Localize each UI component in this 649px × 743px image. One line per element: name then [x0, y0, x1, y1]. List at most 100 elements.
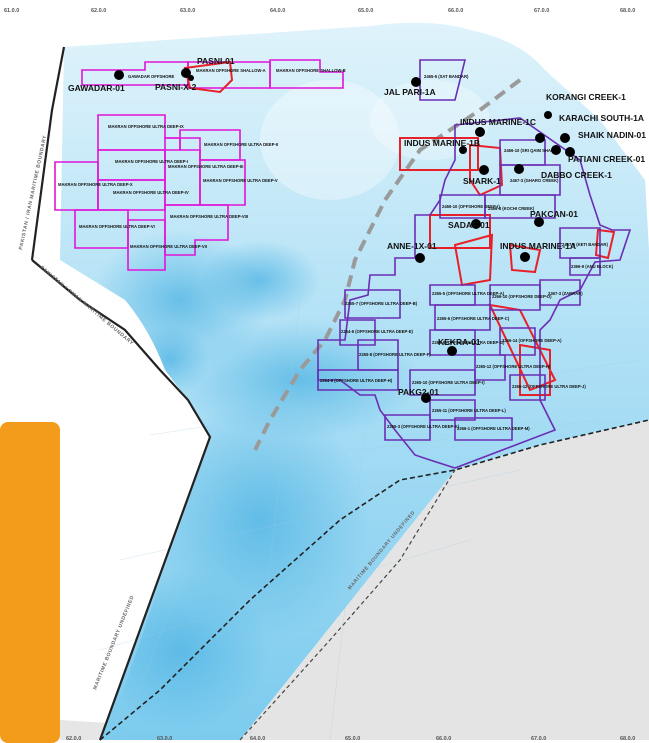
well-label: INDUS MARINE-1A [500, 241, 576, 251]
well-marker-patiani-creek[interactable] [551, 145, 561, 155]
tick-label: 64.0.0 [250, 736, 265, 742]
well-markers [114, 68, 575, 403]
well-label: KEKRA-01 [438, 337, 481, 347]
well-marker-korangi-creek[interactable] [544, 111, 552, 119]
block-label: MAKRAN OFFSHORE ULTRA DEEP-X [58, 182, 133, 187]
block-2265-10[interactable] [409, 369, 476, 396]
block-label: MAKRAN OFFSHORE ULTRA DEEP-II [204, 142, 278, 147]
well-marker-gawadar-01[interactable] [114, 70, 124, 80]
block-label: MAKRAN OFFSHORE ULTRA DEEP-VI [79, 224, 155, 229]
bottom-coordinate-ticks: 62.0.0 63.0.0 64.0.0 65.0.0 66.0.0 67.0.… [66, 736, 635, 742]
oman-boundary-line [31, 259, 212, 741]
block-2264-8[interactable] [317, 369, 399, 391]
block-label: MAKRAN OFFSHORE ULTRA DEEP-I [115, 159, 188, 164]
block-indus-main[interactable] [317, 117, 632, 469]
block-label: 2465-5 (SAT BANDAR) [424, 74, 469, 79]
block-2264-6[interactable] [339, 319, 376, 346]
iran-boundary-line [30, 46, 66, 261]
tick-label: 61.0.0 [4, 8, 19, 14]
well-marker-shark[interactable] [479, 165, 489, 175]
well-label: PASNI-01 [197, 56, 235, 66]
block-2465-5[interactable] [419, 59, 467, 101]
block-2265-7[interactable] [344, 289, 401, 319]
tick-label: 66.0.0 [448, 8, 463, 14]
red-block-anne[interactable] [453, 233, 494, 287]
tick-label: 63.0.0 [180, 8, 195, 14]
top-coordinate-ticks: 61.0.0 62.0.0 63.0.0 64.0.0 65.0.0 66.0.… [4, 8, 635, 14]
block-label: 2265-10 (OFFSHORE ULTRA DEEP-I) [412, 380, 485, 385]
tick-label: 68.0.0 [620, 736, 635, 742]
well-marker-patiani-creek-2[interactable] [565, 147, 575, 157]
block-ultra-deep-v[interactable] [199, 159, 246, 206]
block-2467-3[interactable] [499, 164, 561, 196]
well-label: INDUS MARINE-1C [460, 117, 536, 127]
block-ultra-deep-vii[interactable] [127, 219, 166, 271]
block-label: 2466-8 (KOCHI CREEK) [488, 206, 535, 211]
well-label: SADAF-01 [448, 220, 490, 230]
block-2266-10[interactable] [489, 284, 541, 311]
indus-blocks [317, 59, 632, 469]
well-label: PAKCAN-01 [530, 209, 578, 219]
block-label: GAWADAR OFFSHORE [128, 74, 175, 79]
red-block-indus-1b[interactable] [399, 137, 479, 171]
block-2265-11[interactable] [429, 399, 476, 421]
block-label: MAKRAN OFFSHORE ULTRA DEEP-V [203, 178, 278, 183]
block-label: 2466-10 (OFFSHORE DEEP-I) [442, 204, 500, 209]
tick-label: 67.0.0 [534, 8, 549, 14]
red-block-sadaf[interactable] [429, 214, 491, 249]
block-label: MAKRAN OFFSHORE ULTRA DEEP-VIII [170, 214, 248, 219]
map-gridlines [99, 299, 641, 741]
well-label: KARACHI SOUTH-1A [559, 113, 644, 123]
block-label: 2265-3 (OFFSHORE ULTRA DEEP-K) [387, 424, 460, 429]
block-2366-9[interactable] [569, 257, 601, 276]
well-label: PASNI-X-2 [155, 82, 197, 92]
well-marker-indus-1b[interactable] [459, 146, 467, 154]
block-2265-3[interactable] [384, 414, 431, 441]
block-label: 2266-14 (OFFSHORE DEEP-A) [502, 338, 562, 343]
block-label: 2467-6 (KETI BANDAR) [562, 242, 608, 247]
well-marker-pakg2[interactable] [421, 393, 431, 403]
block-2266-12[interactable] [509, 374, 546, 401]
red-block-shark[interactable] [469, 143, 504, 197]
land-area-southeast [240, 420, 649, 740]
red-block-ketibandar[interactable] [594, 228, 616, 260]
well-marker-shaik-nadin[interactable] [560, 133, 570, 143]
well-marker-karachi-south[interactable] [535, 133, 545, 143]
tick-label: 64.0.0 [270, 8, 285, 14]
well-label: DABBO CREEK-1 [541, 170, 612, 180]
well-marker-sadaf[interactable] [471, 219, 481, 229]
well-marker-pakcan[interactable] [534, 217, 544, 227]
well-marker-indus-1c[interactable] [475, 127, 485, 137]
block-2265-6[interactable] [434, 304, 491, 331]
block-ultra-deep-viii[interactable] [164, 204, 229, 256]
block-label: 2265-8 (OFFSHORE ULTRA DEEP-F) [359, 352, 431, 357]
well-marker-pasni-01[interactable] [181, 68, 191, 78]
well-marker-anne[interactable] [415, 253, 425, 263]
block-makran-shallow-b[interactable] [269, 59, 344, 89]
block-2266-1[interactable] [454, 417, 513, 441]
red-block-pasni[interactable] [183, 60, 234, 94]
well-marker-dabbo-creek[interactable] [514, 164, 524, 174]
well-marker-kekra[interactable] [447, 346, 457, 356]
well-label: SHARK-1 [463, 176, 501, 186]
block-label: MAKRAN OFFSHORE ULTRA DEEP-VII [130, 244, 207, 249]
block-2266-14[interactable] [499, 327, 536, 356]
block-label: 2264-6 (OFFSHORE ULTRA DEEP-E) [341, 329, 414, 334]
block-label: 2266-1 (OFFSHORE ULTRA DEEP-M) [457, 426, 530, 431]
red-block-deep-a[interactable] [488, 303, 557, 392]
well-marker-pasni-x-2[interactable] [188, 75, 194, 81]
red-block-indus-1a[interactable] [508, 243, 542, 274]
block-label: MAKRAN OFFSHORE ULTRA DEEP-IX [108, 124, 184, 129]
block-label: 2264-8 (OFFSHORE ULTRA DEEP-H) [320, 378, 393, 383]
maritime-boundaries [30, 46, 649, 741]
tick-label: 67.0.0 [531, 736, 546, 742]
well-marker-jal-pari[interactable] [411, 77, 421, 87]
block-2466-10-deep[interactable] [439, 194, 486, 219]
block-label: 2466-10 (SRI QAIM SHAH) [504, 148, 556, 153]
block-label: 2265-11 (OFFSHORE ULTRA DEEP-L) [432, 408, 506, 413]
well-marker-indus-1a[interactable] [520, 252, 530, 262]
well-label: PATIANI CREEK-01 [568, 154, 645, 164]
well-label: JAL PARI-1A [384, 87, 436, 97]
